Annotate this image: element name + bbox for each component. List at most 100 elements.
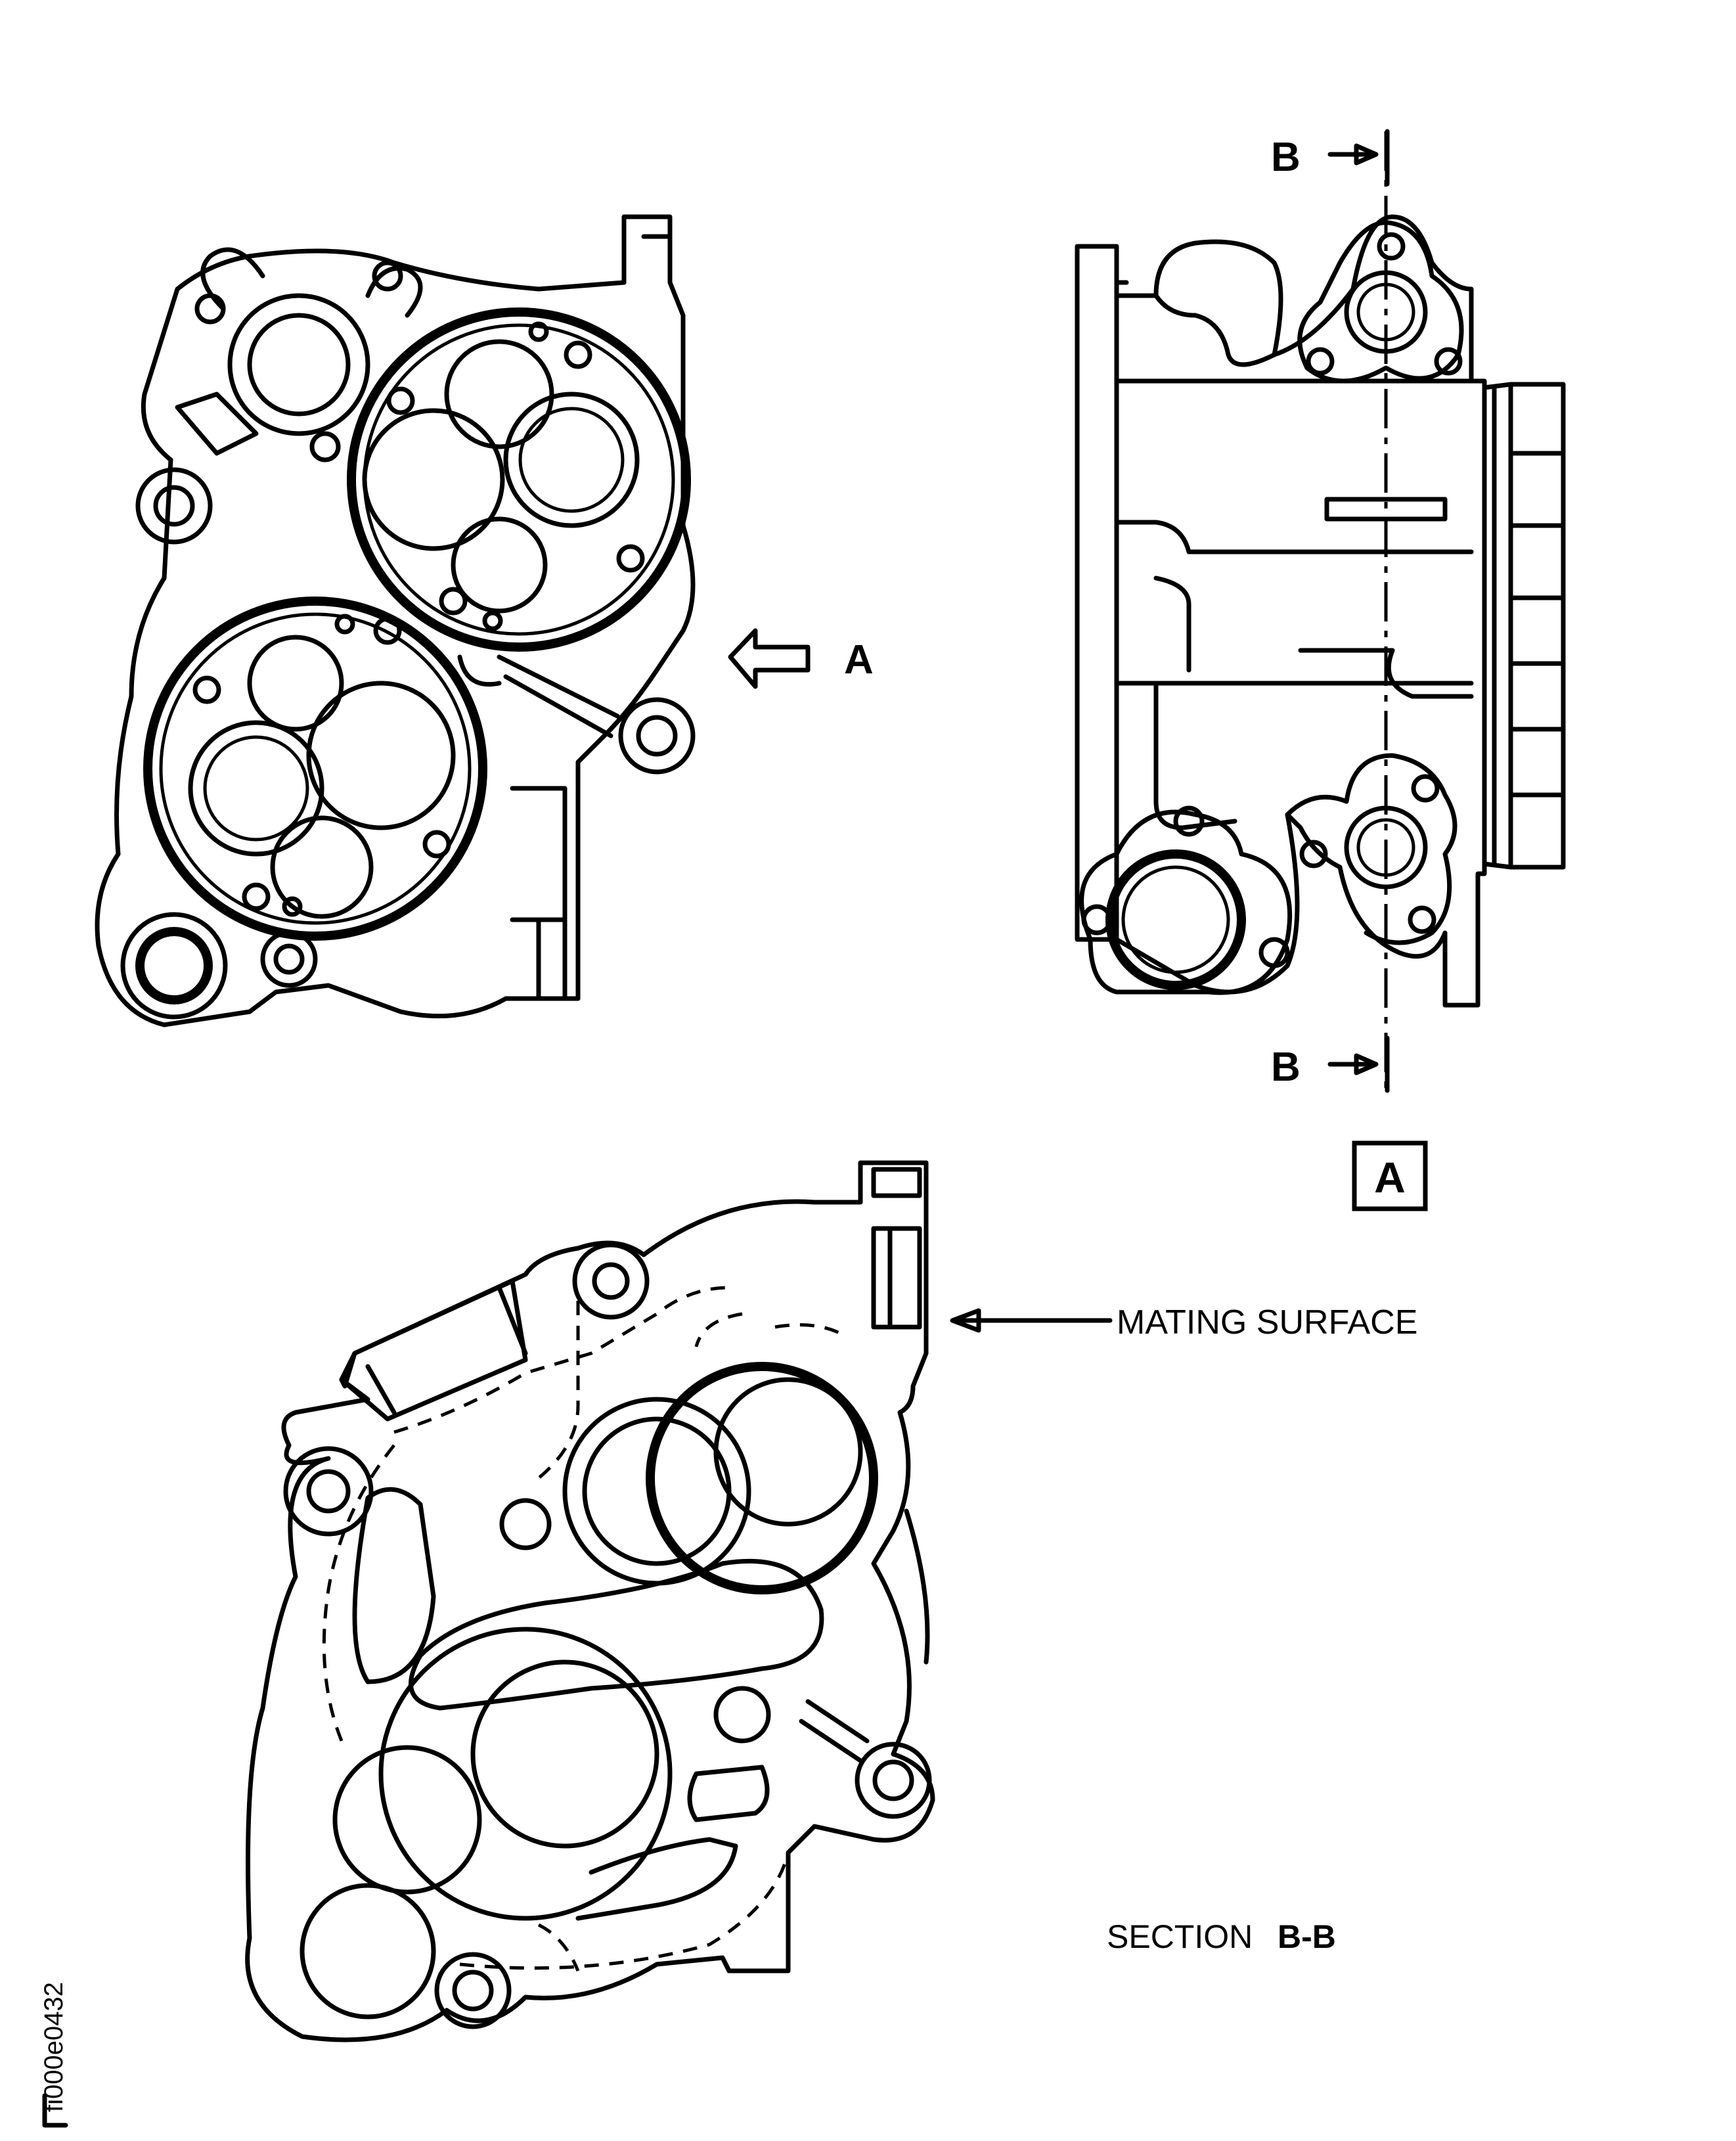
section-view-bore-lower-right (470, 1659, 659, 1849)
section-view-passage (409, 1558, 824, 1711)
section-view-bore-lower-left (332, 1745, 482, 1895)
section-marker-bottom: B (1271, 1035, 1390, 1093)
view-label-box: A (1352, 1140, 1428, 1211)
side-view-lower-boss (1285, 753, 1458, 945)
front-view-ear-left-hole (153, 485, 195, 527)
bolt-hole (1299, 840, 1328, 868)
bolt-hole (273, 943, 305, 975)
section-marker-top: B (1271, 129, 1390, 187)
section-view-tab (858, 1160, 929, 1330)
bolt-hole (242, 882, 271, 911)
front-view-top-tab (621, 214, 673, 285)
front-view-gear-pocket (451, 516, 548, 614)
front-view-bore-upper-right (503, 392, 640, 528)
front-view-gear-pocket (444, 339, 554, 449)
bolt-hole (1434, 347, 1463, 376)
section-caption-prefix: SECTION (1107, 1918, 1253, 1955)
section-caption-name: B-B (1278, 1918, 1336, 1955)
front-view-bore-lower-left (188, 720, 324, 857)
view-label-frame (1352, 1140, 1428, 1211)
section-arrow-icon (1327, 1053, 1379, 1075)
front-view (95, 214, 696, 1027)
dowel-hole (528, 321, 549, 342)
section-view-rib (799, 1508, 930, 1763)
view-label-text: A (1374, 1153, 1406, 1202)
front-view-bore-lower-left-inner (203, 735, 309, 842)
front-view-boss-upper (227, 293, 370, 436)
dowel-hole (482, 610, 503, 631)
mating-surface-callout: MATING SURFACE (950, 1303, 1417, 1341)
side-view-mating-plate (1075, 244, 1129, 942)
bolt-hole (1408, 905, 1436, 934)
section-view-bracket (339, 1278, 528, 1422)
front-view-ear-right-hole (636, 715, 678, 757)
bolt-hole (192, 675, 221, 704)
section-view-lower-housing (378, 1627, 673, 1921)
section-view-ear (855, 1742, 932, 1819)
view-arrow-icon (728, 628, 811, 689)
bolt-hole (306, 1469, 351, 1514)
side-view-slot (1324, 497, 1448, 522)
section-view-passage (687, 1765, 770, 1822)
section-arrow-icon (1327, 143, 1379, 166)
bolt-hole (386, 386, 415, 415)
section-view-hidden-line (322, 1286, 842, 1972)
section-view-upper-housing (646, 1362, 878, 1594)
leader-arrow-icon (950, 1308, 1113, 1333)
side-view-body-outline (1114, 214, 1487, 1008)
side-view-port-inner (1121, 865, 1230, 974)
bolt-hole (1411, 774, 1440, 803)
front-view-plug-boss (120, 912, 228, 1020)
section-view-passage (352, 1487, 436, 1684)
front-view-housing-outline (95, 214, 696, 1027)
front-view-plug (135, 927, 213, 1004)
bolt-hole (309, 431, 341, 462)
bolt-hole (373, 616, 402, 645)
dowel-hole (334, 614, 355, 635)
mating-surface-label: MATING SURFACE (1117, 1303, 1417, 1341)
figure-id-bracket (42, 2093, 68, 2128)
section-view-small-port (499, 1498, 552, 1550)
front-view-lower-boss (260, 930, 318, 988)
dowel-hole (282, 896, 303, 917)
front-view-bore-upper (247, 313, 351, 417)
bolt-hole (616, 544, 645, 573)
front-view-rib (457, 654, 620, 738)
side-view-interior (1114, 520, 1474, 830)
section-marker-bottom-label: B (1271, 1045, 1301, 1090)
bolt-hole (1377, 232, 1406, 261)
front-view-bore-upper-right-inner (518, 407, 625, 513)
bolt-hole (372, 260, 403, 292)
side-view-port-boss (1079, 809, 1293, 995)
section-view-ear (283, 1446, 374, 1537)
bolt-hole (1081, 904, 1113, 935)
section-view-bore-upper-right (713, 1377, 863, 1527)
front-view-gear-pocket (270, 815, 374, 919)
bolt-hole (592, 1262, 630, 1300)
bolt-hole (872, 1759, 914, 1801)
front-view-ear-right (618, 697, 696, 775)
front-view-flange-upper (347, 307, 691, 652)
section-view-bore-bottom (300, 1883, 436, 2019)
bolt-hole (439, 587, 468, 616)
section-caption: SECTION B-B (1107, 1918, 1336, 1955)
front-view-flange-lower-inner (159, 612, 472, 925)
front-view-lower-tab (510, 786, 568, 1001)
bolt-hole (1306, 347, 1335, 376)
view-arrow-label: A (844, 637, 874, 683)
figure-id-text: fi000e0432 (39, 1982, 68, 2112)
side-view-right-flange (1482, 382, 1566, 870)
bolt-hole (422, 830, 451, 859)
section-marker-top-label: B (1271, 135, 1301, 180)
section-view-passage (575, 1837, 738, 1921)
bolt-hole (1173, 805, 1205, 837)
front-view-ear-left (135, 467, 213, 545)
front-view-bracket (175, 392, 259, 456)
front-view-gear-pocket (247, 635, 344, 732)
bolt-hole (452, 1970, 494, 2012)
front-view-flange-lower (143, 597, 487, 941)
section-view-small-port (713, 1686, 771, 1744)
bolt-hole (564, 340, 592, 369)
section-view-outline (245, 1160, 935, 2042)
